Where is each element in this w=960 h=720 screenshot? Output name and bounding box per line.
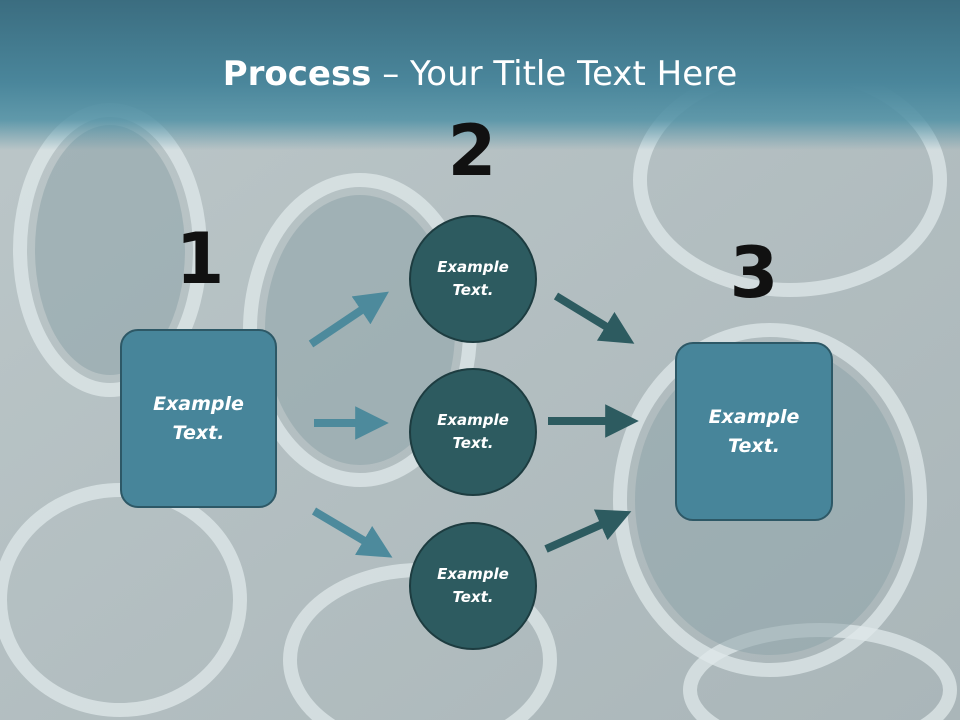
- step-number-3: 3: [729, 232, 779, 314]
- process-circle-bottom[interactable]: Example Text.: [409, 522, 537, 650]
- step-number-1: 1: [175, 218, 225, 300]
- title-banner: [0, 0, 960, 150]
- process-circle-top[interactable]: Example Text.: [409, 215, 537, 343]
- title-rest: – Your Title Text Here: [371, 54, 738, 94]
- page-title: Process – Your Title Text Here: [0, 52, 960, 96]
- process-circle-middle[interactable]: Example Text.: [409, 368, 537, 496]
- left-process-box[interactable]: Example Text.: [120, 329, 277, 508]
- circle-bottom-text: Example Text.: [437, 565, 509, 606]
- right-box-text: Example Text.: [708, 405, 800, 457]
- step-number-2: 2: [447, 110, 497, 192]
- circle-middle-text: Example Text.: [437, 411, 509, 452]
- right-process-box[interactable]: Example Text.: [675, 342, 833, 521]
- left-box-text: Example Text.: [153, 392, 244, 444]
- circle-top-text: Example Text.: [437, 258, 509, 299]
- title-bold: Process: [222, 54, 372, 94]
